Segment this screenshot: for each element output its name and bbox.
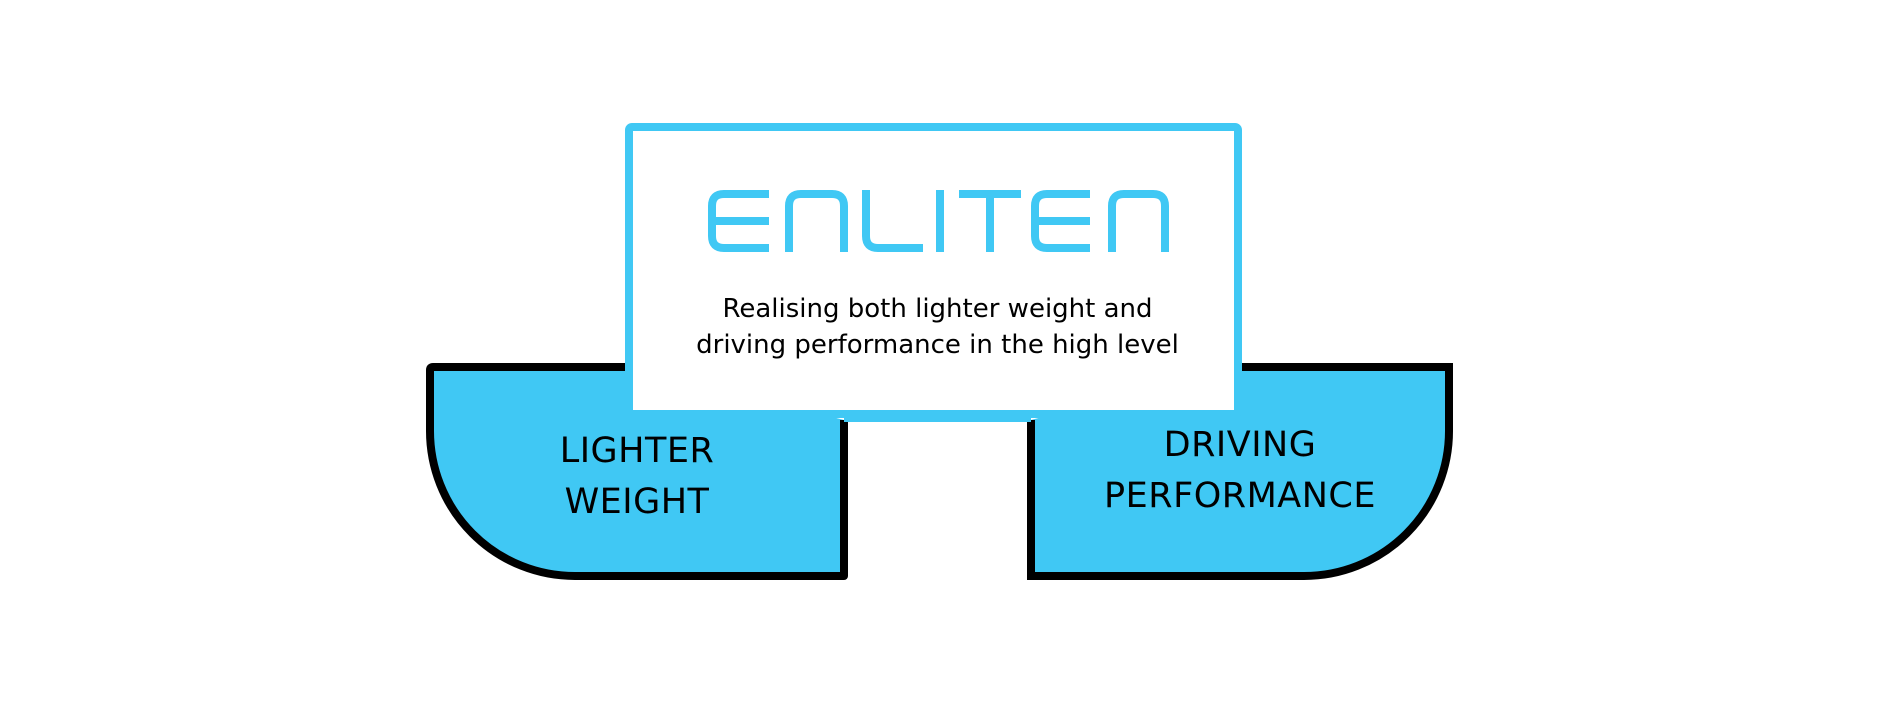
driving-performance-pillar — [1027, 363, 1453, 580]
tagline-line-1: Realising both lighter weight and — [722, 294, 1153, 324]
label-line-1: DRIVING — [1163, 425, 1317, 465]
label-line-2: PERFORMANCE — [1104, 476, 1376, 516]
lighter-weight-label: LIGHTER WEIGHT — [430, 426, 844, 528]
enliten-logo — [708, 190, 1169, 252]
central-box-base — [844, 414, 1031, 422]
tagline: Realising both lighter weight and drivin… — [629, 291, 1246, 363]
label-line-1: LIGHTER — [559, 431, 715, 471]
driving-performance-label: DRIVING PERFORMANCE — [1031, 420, 1449, 522]
central-box — [625, 123, 1242, 418]
lighter-weight-pillar — [426, 363, 848, 580]
tagline-line-2: driving performance in the high level — [696, 330, 1179, 360]
label-line-2: WEIGHT — [564, 482, 710, 522]
